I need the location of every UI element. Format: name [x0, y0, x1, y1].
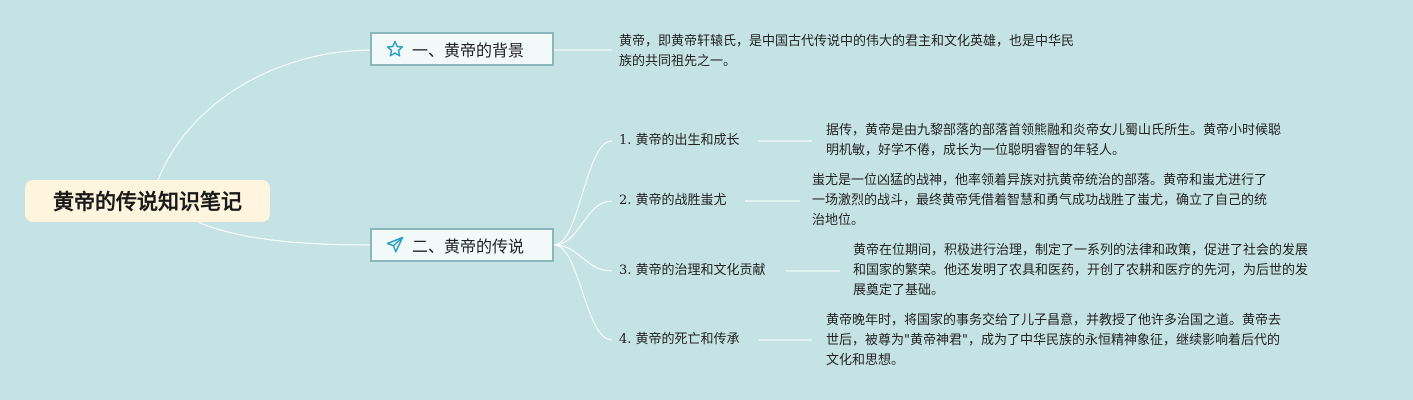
note-line: 黄帝晚年时，将国家的事务交给了儿子昌意，并教授了他许多治国之道。黄帝去: [826, 313, 1282, 328]
topic-victory-note: 蚩尤是一位凶猛的战神，他率领着异族对抗黄帝统治的部落。黄帝和蚩尤进行了 一场激烈…: [812, 171, 1267, 231]
note-line: 黄帝，即黄帝轩辕氏，是中国古代传说中的伟大的君主和文化英雄，也是中华民: [619, 34, 1075, 49]
note-line: 明机敏，好学不倦，成长为一位聪明睿智的年轻人。: [826, 143, 1126, 158]
topic-birth[interactable]: 1. 黄帝的出生和成长: [619, 133, 740, 148]
root-title: 黄帝的传说知识笔记: [53, 190, 242, 214]
branch-background-label: 一、黄帝的背景: [412, 41, 525, 60]
paper-plane-icon: [386, 236, 404, 253]
note-line: 一场激烈的战斗，最终黄帝凭借着智慧和勇气成功战胜了蚩尤，确立了自己的统: [812, 193, 1268, 208]
note-line: 族的共同祖先之一。: [619, 54, 737, 69]
branch-background-node[interactable]: 一、黄帝的背景: [370, 32, 554, 66]
topic-governance-note: 黄帝在位期间，积极进行治理，制定了一系列的法律和政策，促进了社会的发展 和国家的…: [853, 241, 1308, 301]
root-node[interactable]: 黄帝的传说知识笔记: [25, 180, 270, 222]
branch-legends-label: 二、黄帝的传说: [412, 237, 525, 256]
topic-victory[interactable]: 2. 黄帝的战胜蚩尤: [619, 193, 727, 208]
note-line: 治地位。: [812, 213, 865, 228]
note-line: 蚩尤是一位凶猛的战神，他率领着异族对抗黄帝统治的部落。黄帝和蚩尤进行了: [812, 173, 1268, 188]
topic-birth-note: 据传，黄帝是由九黎部落的部落首领熊融和炎帝女儿蜀山氏所生。黄帝小时候聪 明机敏，…: [826, 121, 1281, 161]
topic-legacy-note: 黄帝晚年时，将国家的事务交给了儿子昌意，并教授了他许多治国之道。黄帝去 世后，被…: [826, 311, 1281, 371]
topic-governance[interactable]: 3. 黄帝的治理和文化贡献: [619, 263, 766, 278]
star-icon: [386, 40, 404, 57]
note-line: 展奠定了基础。: [853, 283, 945, 298]
branch-legends-node[interactable]: 二、黄帝的传说: [370, 228, 554, 262]
note-line: 世后，被尊为"黄帝神君"，成为了中华民族的永恒精神象征，继续影响着后代的: [826, 333, 1280, 348]
note-line: 和国家的繁荣。他还发明了农具和医药，开创了农耕和医疗的先河，为后世的发: [853, 263, 1309, 278]
background-note: 黄帝，即黄帝轩辕氏，是中国古代传说中的伟大的君主和文化英雄，也是中华民 族的共同…: [619, 32, 1074, 72]
note-line: 黄帝在位期间，积极进行治理，制定了一系列的法律和政策，促进了社会的发展: [853, 243, 1309, 258]
topic-legacy[interactable]: 4. 黄帝的死亡和传承: [619, 332, 740, 347]
note-line: 据传，黄帝是由九黎部落的部落首领熊融和炎帝女儿蜀山氏所生。黄帝小时候聪: [826, 123, 1282, 138]
note-line: 文化和思想。: [826, 353, 905, 368]
